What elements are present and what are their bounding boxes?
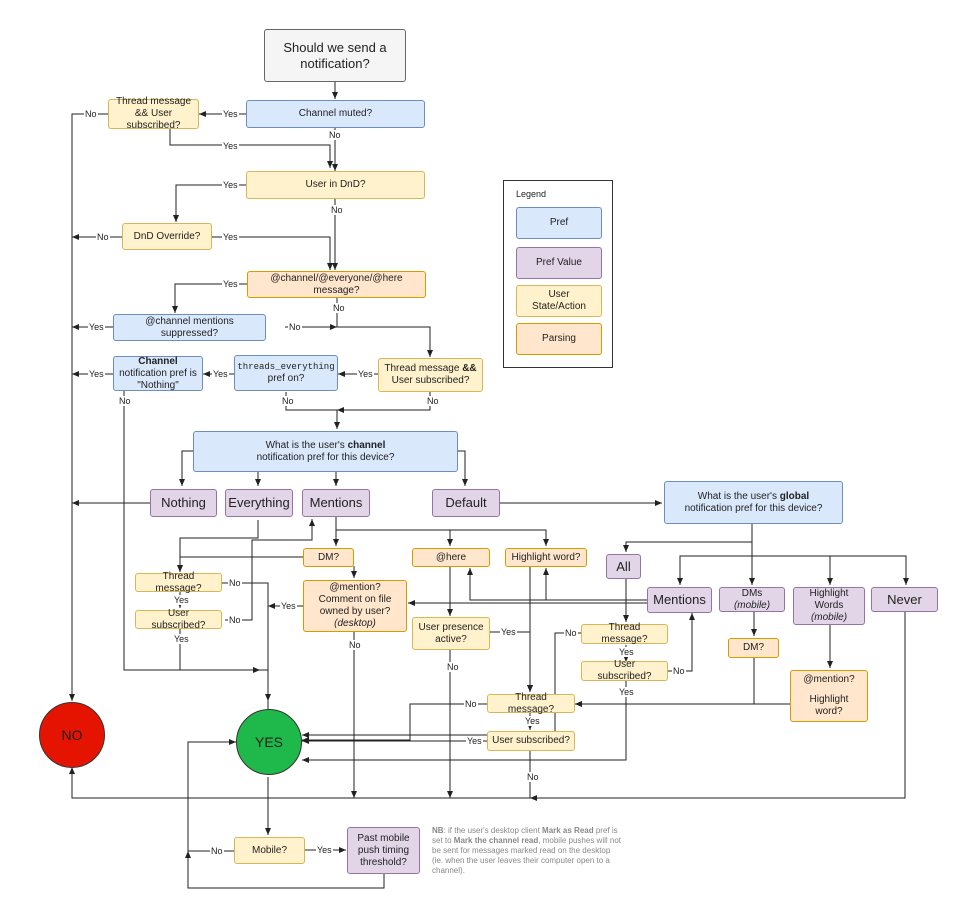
edge-label-yes: Yes [357, 369, 374, 379]
edge-label-no: No [228, 615, 242, 625]
dnd-override-node: DnD Override? [122, 223, 212, 250]
global-pref-node: What is the user's global notification p… [664, 481, 843, 524]
edge-label-yes: Yes [222, 141, 239, 151]
user-dnd-node: User in DnD? [246, 171, 425, 199]
edge-label-no: No [210, 846, 224, 856]
pref-value-dms-mobile: DMs (mobile) [719, 587, 785, 612]
legend: Legend Pref Pref Value User State/Action… [503, 180, 613, 368]
channel-nothing-node: Channel notification pref is "Nothing" [113, 356, 203, 391]
pref-value-never: Never [871, 587, 938, 612]
edge-label-yes: Yes [222, 109, 239, 119]
edge-label-no: No [672, 666, 686, 676]
pref-value-highlight-words: Highlight Words(mobile) [793, 587, 865, 625]
highlight-word-node: Highlight word? [505, 548, 587, 567]
start-node: Should we send a notification? [264, 29, 406, 82]
edge-label-yes: Yes [173, 634, 190, 644]
legend-item-parsing: Parsing [516, 323, 602, 355]
pref-value-default: Default [432, 489, 500, 517]
user-subscribed-mid-node: User subscribed? [487, 731, 575, 751]
edge-label-yes: Yes [280, 601, 297, 611]
pref-value-mentions: Mentions [302, 489, 370, 517]
legend-item-pref-value: Pref Value [516, 247, 602, 279]
mobile-node: Mobile? [234, 837, 305, 864]
edge-label-yes: Yes [88, 322, 105, 332]
edge-label-yes: Yes [524, 716, 541, 726]
edge-label-yes: Yes [618, 647, 635, 657]
thread-subscribed-node-2: Thread message && User subscribed? [378, 358, 483, 392]
edge-label-no: No [288, 322, 302, 332]
edge-label-no: No [84, 109, 98, 119]
here-node: @here [412, 548, 490, 567]
mention-comment-node: @mention?Comment on file owned by user? … [303, 580, 407, 632]
legend-item-pref: Pref [516, 207, 602, 239]
mention-highlight-node: @mention?Highlight word? [790, 670, 868, 722]
pref-value-mentions-global: Mentions [647, 587, 712, 613]
channel-everyone-here-node: @channel/@everyone/@here message? [247, 271, 426, 298]
dm-node-2: DM? [728, 638, 779, 658]
edge-label-no: No [332, 303, 346, 313]
edge-label-yes: Yes [618, 687, 635, 697]
thread-message-mid-node: Thread message? [487, 692, 575, 715]
edge-label-yes: Yes [222, 180, 239, 190]
channel-pref-node: What is the user's channel notification … [193, 431, 458, 472]
edge-label-yes: Yes [88, 369, 105, 379]
edge-label-no: No [426, 396, 440, 406]
channel-muted-node: Channel muted? [246, 100, 425, 128]
thread-subscribed-node: Thread message && User subscribed? [108, 96, 199, 131]
edge-label-yes: Yes [222, 279, 239, 289]
edge-label-no: No [464, 699, 478, 709]
pref-value-all: All [606, 554, 641, 579]
legend-item-user-state: User State/Action [516, 285, 602, 317]
user-presence-node: User presence active? [412, 617, 490, 650]
past-mobile-threshold-node: Past mobile push timing threshold? [347, 827, 420, 874]
user-subscribed-right-node: User subscribed? [581, 659, 668, 682]
edge-label-no: No [328, 130, 342, 140]
edge-label-yes: Yes [466, 736, 483, 746]
pref-value-nothing: Nothing [150, 489, 217, 517]
edge-label-no: No [281, 396, 295, 406]
edge-label-no: No [330, 205, 344, 215]
user-subscribed-node: User subscribed? [135, 608, 222, 631]
pref-value-everything: Everything [225, 489, 293, 517]
channel-mentions-suppressed-node: @channel mentions suppressed? [113, 314, 266, 341]
edge-label-yes: Yes [316, 845, 333, 855]
thread-message-right-node: Thread message? [581, 622, 668, 645]
edge-label-no: No [446, 662, 460, 672]
edge-label-yes: Yes [222, 232, 239, 242]
edge-label-no: No [228, 578, 242, 588]
legend-title: Legend [516, 189, 547, 199]
edge-label-no: No [348, 640, 362, 650]
edge-label-no: No [96, 232, 110, 242]
edge-label-no: No [118, 396, 132, 406]
footnote: NB: if the user's desktop client Mark as… [432, 826, 621, 875]
thread-message-node: Thread message? [135, 571, 222, 594]
edge-label-yes: Yes [500, 627, 517, 637]
edge-label-no: No [526, 772, 540, 782]
no-terminal: NO [39, 702, 105, 768]
dm-node: DM? [303, 548, 354, 567]
edge-label-yes: Yes [212, 369, 229, 379]
edge-label-no: No [564, 628, 578, 638]
yes-terminal: YES [236, 709, 302, 775]
edge-label-yes: Yes [173, 595, 190, 605]
